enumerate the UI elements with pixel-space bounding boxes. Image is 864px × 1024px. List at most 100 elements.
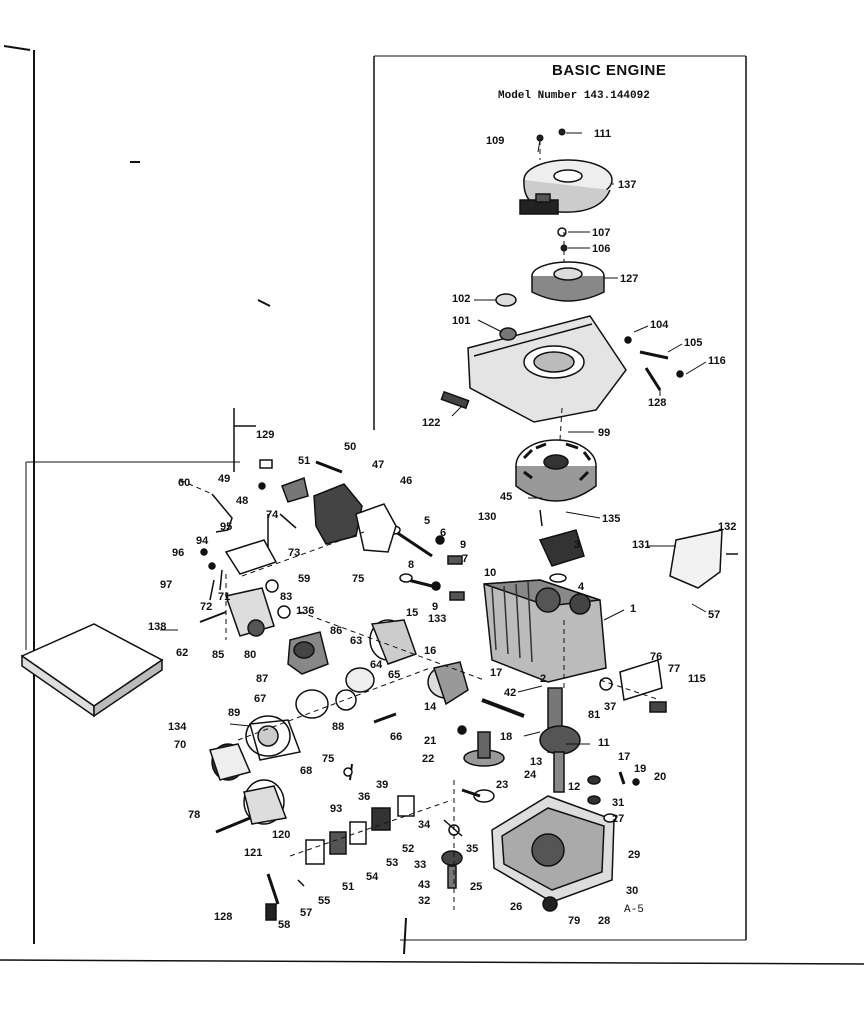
callout-37: 37: [604, 701, 616, 713]
diagram-title: BASIC ENGINE: [552, 62, 667, 79]
page-frame: [0, 45, 864, 965]
callout-22: 22: [422, 753, 434, 765]
callout-57a: 57: [708, 609, 720, 621]
callout-24: 24: [524, 769, 537, 781]
callout-72: 72: [200, 601, 212, 613]
part-breather-cover: [258, 459, 397, 553]
callout-102: 102: [452, 293, 470, 305]
part-25-crankcase-base: [491, 795, 615, 912]
callout-127: 127: [620, 273, 638, 285]
callout-70: 70: [174, 739, 186, 751]
callout-87: 87: [256, 673, 268, 685]
callout-34: 34: [418, 819, 431, 831]
callout-32: 32: [418, 895, 430, 907]
callout-9b: 9: [432, 601, 438, 613]
callout-11: 11: [598, 737, 610, 749]
callout-52: 52: [402, 843, 414, 855]
callout-121: 121: [244, 847, 262, 859]
part-1-cylinder-block: [483, 579, 607, 683]
part-135-flywheel: [515, 439, 597, 502]
callout-60: 60: [178, 477, 190, 489]
callout-86: 86: [330, 625, 342, 637]
callout-106: 106: [592, 243, 610, 255]
callout-51b: 51: [342, 881, 354, 893]
callout-80: 80: [244, 649, 256, 661]
callout-74: 74: [266, 509, 279, 521]
callout-6: 6: [440, 527, 446, 539]
part-131-heat-shield: [669, 529, 738, 589]
callout-101: 101: [452, 315, 470, 327]
callout-111: 111: [594, 128, 611, 140]
callout-51: 51: [298, 455, 310, 467]
callout-130: 130: [478, 511, 496, 523]
part-136-carburetor: [199, 579, 329, 675]
callout-97: 97: [160, 579, 172, 591]
callout-83: 83: [280, 591, 292, 603]
callout-135: 135: [602, 513, 620, 525]
callout-49: 49: [218, 473, 230, 485]
callout-35: 35: [466, 843, 478, 855]
callout-67: 67: [254, 693, 266, 705]
callout-131: 131: [632, 539, 650, 551]
callout-116: 116: [708, 355, 726, 367]
callout-28: 28: [598, 915, 610, 927]
part-governor-parts: [587, 771, 640, 823]
callout-42: 42: [504, 687, 516, 699]
callout-109: 109: [486, 135, 504, 147]
callout-46: 46: [400, 475, 412, 487]
callout-17a: 17: [490, 667, 502, 679]
callout-88: 88: [332, 721, 344, 733]
part-ignition-module: [538, 509, 585, 583]
callout-81: 81: [588, 709, 600, 721]
callout-96: 96: [172, 547, 184, 559]
callout-136: 136: [296, 605, 314, 617]
callout-115: 115: [688, 673, 706, 685]
callout-57b: 57: [300, 907, 312, 919]
part-valves-springs: [387, 525, 465, 601]
callout-2: 2: [540, 673, 546, 685]
callout-20: 20: [654, 771, 666, 783]
part-22-camshaft-gear: [461, 731, 505, 803]
callout-55: 55: [318, 895, 330, 907]
sheet-identifier: A-5: [624, 904, 644, 916]
callout-17b: 17: [618, 751, 630, 763]
callout-89: 89: [228, 707, 240, 719]
callout-53: 53: [386, 857, 398, 869]
callout-64: 64: [370, 659, 383, 671]
callout-54: 54: [366, 871, 379, 883]
part-11-crankshaft: [539, 687, 581, 793]
callout-120: 120: [272, 829, 290, 841]
callout-21: 21: [424, 735, 436, 747]
callout-9a: 9: [460, 539, 466, 551]
callout-104: 104: [650, 319, 669, 331]
callout-50: 50: [344, 441, 356, 453]
callout-58: 58: [278, 919, 290, 931]
callout-107: 107: [592, 227, 610, 239]
callout-3: 3: [574, 539, 580, 551]
callout-68: 68: [300, 765, 312, 777]
callout-15: 15: [406, 607, 418, 619]
callout-43: 43: [418, 879, 430, 891]
callout-85: 85: [212, 649, 224, 661]
callout-75b: 75: [322, 753, 334, 765]
part-lower-small-parts: [265, 763, 415, 921]
part-137-blower-housing: [519, 159, 613, 215]
callout-8: 8: [408, 559, 414, 571]
leader-lines: [160, 132, 707, 745]
callout-132: 132: [718, 521, 736, 533]
callout-39: 39: [376, 779, 388, 791]
callout-25: 25: [470, 881, 482, 893]
callout-73: 73: [288, 547, 300, 559]
callout-129: 129: [256, 429, 274, 441]
callout-23: 23: [496, 779, 508, 791]
part-33-oil-gear: [441, 819, 463, 889]
callout-59: 59: [298, 573, 310, 585]
part-governor-linkage: [200, 493, 297, 601]
callout-138: 138: [148, 621, 166, 633]
callout-78: 78: [188, 809, 200, 821]
callout-47: 47: [372, 459, 384, 471]
callout-7: 7: [462, 553, 468, 565]
callout-26: 26: [510, 901, 522, 913]
